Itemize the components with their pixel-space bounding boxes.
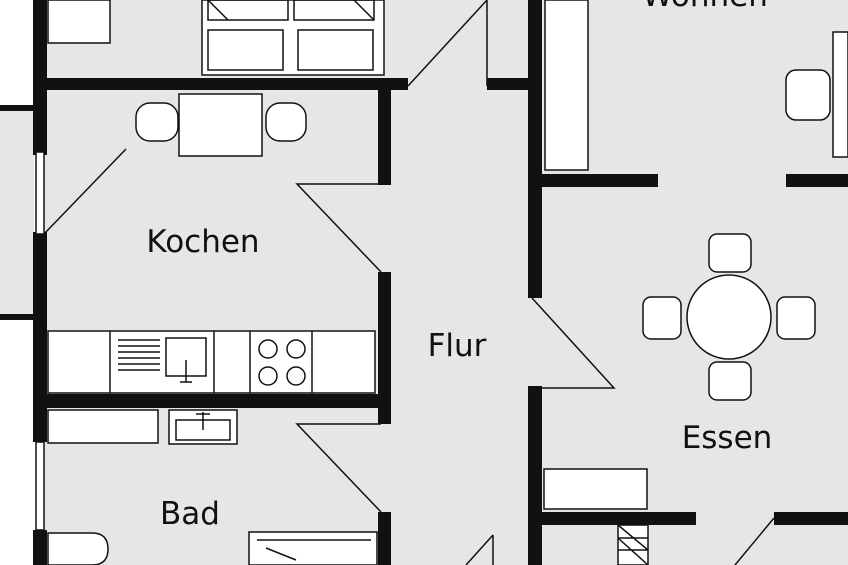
balcony-wall-bottom bbox=[0, 314, 35, 320]
dining-table bbox=[686, 274, 772, 360]
dining-chair-right bbox=[776, 296, 816, 340]
doors bbox=[35, 0, 775, 565]
burner-2 bbox=[286, 339, 306, 359]
wall-living-dining-left bbox=[542, 174, 658, 187]
room-label-essen: Essen bbox=[682, 420, 773, 456]
furniture-bath bbox=[47, 409, 378, 565]
dining-chair-left bbox=[642, 296, 682, 340]
dining-cabinet bbox=[543, 468, 648, 510]
chimney bbox=[617, 524, 649, 565]
armchair bbox=[785, 69, 831, 121]
furniture-top bbox=[47, 0, 848, 171]
pillow-left bbox=[207, 0, 289, 21]
kitchen-chair-right bbox=[265, 102, 307, 142]
furniture-kitchen bbox=[47, 93, 376, 394]
wall-left-upper bbox=[33, 0, 47, 155]
wall-living-left bbox=[528, 0, 542, 298]
door-dining bbox=[531, 297, 616, 389]
room-label-bad: Bad bbox=[160, 496, 220, 532]
wall-hall-top bbox=[487, 78, 532, 90]
door-hall-top bbox=[407, 0, 488, 87]
balcony-floor bbox=[0, 110, 34, 315]
door-kitchen bbox=[295, 183, 382, 273]
toilet bbox=[47, 532, 109, 565]
burner-4 bbox=[286, 366, 306, 386]
dining-chair-bottom bbox=[708, 361, 752, 401]
bed-fold bbox=[207, 0, 375, 21]
door-dining-lower bbox=[734, 517, 775, 565]
wall-dining-bottom-right bbox=[774, 512, 848, 525]
kitchen-counter bbox=[47, 330, 376, 394]
wall-kitchen-right-upper bbox=[378, 86, 391, 185]
kitchen-table bbox=[178, 93, 263, 157]
room-label-kochen: Kochen bbox=[146, 224, 259, 260]
wall-dining-left bbox=[528, 386, 542, 565]
wall-kitchen-bath bbox=[33, 394, 391, 408]
door-bath-lower bbox=[465, 534, 494, 565]
door-bath bbox=[295, 423, 382, 513]
kitchen-faucet bbox=[180, 360, 192, 383]
burner-1 bbox=[258, 339, 278, 359]
window-bath bbox=[35, 441, 45, 531]
bathtub bbox=[248, 531, 378, 565]
bed bbox=[201, 0, 385, 76]
wall-left-middle bbox=[33, 232, 47, 442]
wall-kitchen-top bbox=[33, 78, 408, 90]
wardrobe bbox=[47, 0, 111, 44]
bath-cabinet bbox=[47, 409, 159, 444]
window-kitchen bbox=[35, 151, 45, 235]
wall-kitchen-right-lower bbox=[378, 272, 391, 424]
wall-dining-bottom-left bbox=[542, 512, 696, 525]
room-labels: Wohnen Kochen Flur Essen Bad bbox=[146, 0, 772, 532]
dish-rack bbox=[118, 339, 160, 371]
sofa bbox=[832, 31, 848, 158]
wall-living-dining-right bbox=[786, 174, 848, 187]
counter-dividers bbox=[109, 331, 313, 393]
room-label-flur: Flur bbox=[428, 328, 487, 364]
kitchen-chair-left bbox=[135, 102, 179, 142]
burner-3 bbox=[258, 366, 278, 386]
duvet-right bbox=[297, 29, 374, 71]
room-label-wohnen: Wohnen bbox=[642, 0, 768, 14]
duvet-left bbox=[207, 29, 284, 71]
wall-left-lower bbox=[33, 530, 47, 565]
wall-bath-right bbox=[378, 512, 391, 565]
washbasin-faucet bbox=[196, 412, 210, 430]
sideboard bbox=[544, 0, 589, 171]
furniture-dining bbox=[543, 233, 816, 565]
dining-chair-top bbox=[708, 233, 752, 273]
balcony-wall-top bbox=[0, 105, 35, 111]
chimney-hatch bbox=[617, 524, 649, 565]
door-kitchen-balcony bbox=[43, 148, 127, 235]
bathtub-inner bbox=[257, 539, 371, 561]
pillow-right bbox=[293, 0, 375, 21]
